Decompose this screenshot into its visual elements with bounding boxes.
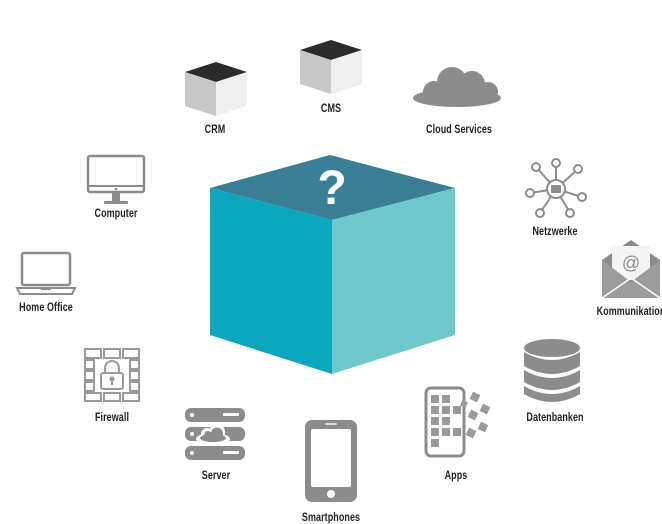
cms-cube-icon	[300, 40, 362, 94]
label-smartphones: Smartphones	[301, 512, 361, 524]
label-firewall: Firewall	[94, 412, 130, 424]
label-cms: CMS	[320, 103, 342, 115]
label-computer: Computer	[94, 208, 138, 220]
server-icon	[185, 408, 245, 460]
label-server: Server	[201, 470, 231, 482]
label-apps: Apps	[444, 470, 468, 482]
central-cube: ?	[210, 155, 455, 374]
cube-top-face	[210, 155, 455, 220]
laptop-icon	[15, 251, 77, 295]
label-home-office: Home Office	[19, 302, 73, 314]
cube-right-face	[332, 188, 455, 374]
envelope-icon: @	[601, 240, 661, 299]
label-kommunikation: Kommunikation	[596, 306, 662, 318]
monitor-icon	[86, 154, 146, 204]
label-cloud-services: Cloud Services	[426, 124, 492, 136]
database-icon	[524, 339, 580, 402]
svg-text:@: @	[622, 253, 640, 273]
crm-cube-icon	[185, 62, 247, 116]
label-crm: CRM	[204, 124, 226, 136]
smartphone-icon	[305, 420, 357, 502]
label-netzwerke: Netzwerke	[532, 226, 578, 238]
label-datenbanken: Datenbanken	[526, 412, 584, 424]
question-mark: ?	[317, 162, 346, 215]
apps-icon	[424, 386, 491, 458]
cube-left-face	[210, 188, 332, 374]
cloud-icon	[413, 67, 501, 107]
firewall-icon	[84, 348, 140, 402]
network-icon	[525, 158, 587, 218]
